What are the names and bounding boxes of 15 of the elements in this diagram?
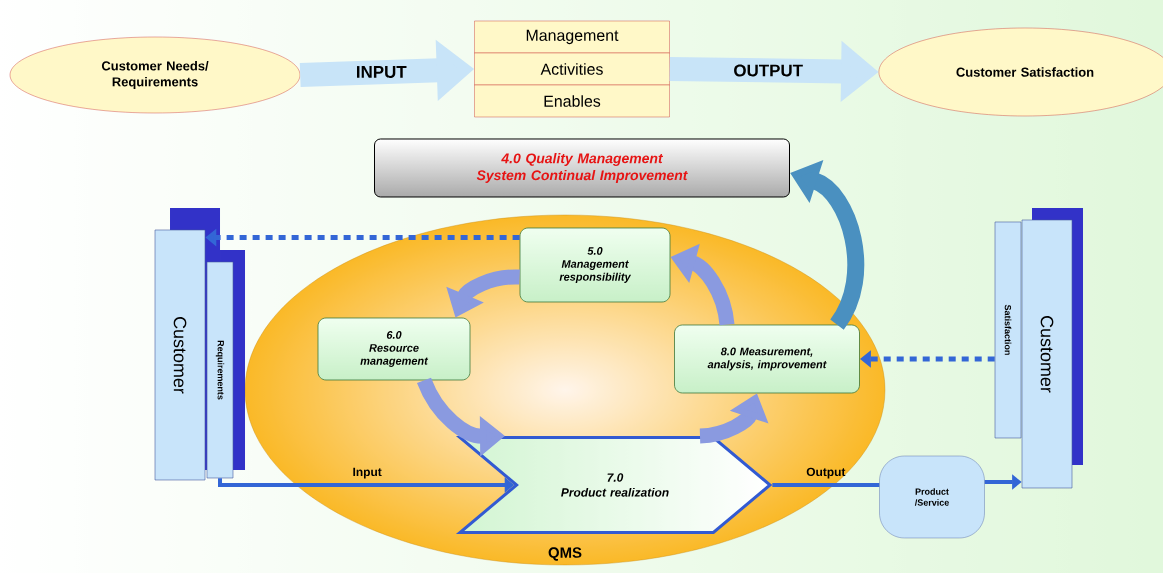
edge-label: Output xyxy=(806,467,846,479)
edge-label: Input xyxy=(353,467,382,479)
edge-label: INPUT xyxy=(354,65,408,79)
process-box: 5.0 Management responsibility xyxy=(519,227,671,303)
satisfaction-panel: Satisfaction xyxy=(994,221,1022,439)
process-box: 8.0 Measurement, analysis, improvement xyxy=(674,324,860,394)
edge-label: OUTPUT xyxy=(732,63,804,78)
requirements-panel: Requirements xyxy=(206,250,245,479)
output-box: Product /Service xyxy=(879,455,985,539)
activity-box: Management xyxy=(474,20,670,54)
activity-box: Activities xyxy=(474,52,670,86)
process-box: 6.0 Resource management xyxy=(317,317,471,381)
activity-box: Enables xyxy=(474,84,670,118)
customer-panel: Customer xyxy=(1021,208,1083,489)
title-banner: 4.0 Quality Management System Continual Improvement xyxy=(374,138,790,198)
